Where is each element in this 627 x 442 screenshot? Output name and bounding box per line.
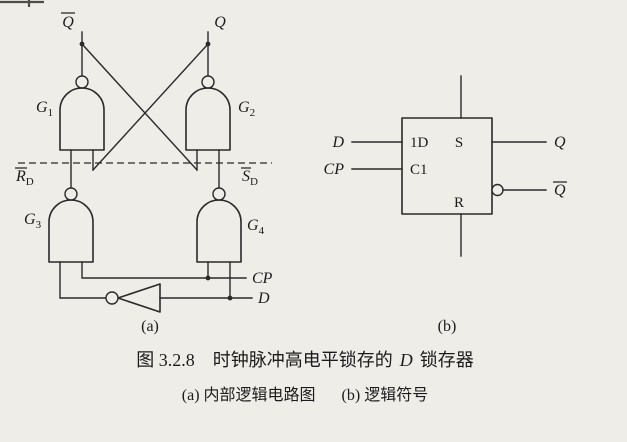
d-input-label: D [331,134,344,151]
nand-gate-g1 [59,75,105,151]
rd-bar-node-label: RD [15,168,34,188]
sd-bar-node-label: SD [242,168,258,188]
junction-dot [227,295,233,301]
nand-gate-g3 [48,187,94,263]
junction-dot [205,41,211,47]
gate-label-g1: G1 [36,99,53,119]
pin-s-label: S [455,135,463,151]
g3-inversion-bubble [64,187,78,201]
part-b-label: (b) [438,318,457,335]
pin-r-label: R [454,195,464,211]
nand-gate-g4 [196,187,242,263]
gate-label-g3: G3 [24,211,42,231]
page-scan-artifact [0,0,44,7]
q-output-label: Q [554,134,566,151]
d-input-label: D [257,290,270,307]
inverter-inversion-bubble [105,291,119,305]
cp-input-label: CP [324,161,345,178]
g1-inversion-bubble [75,75,89,89]
inverter-body [117,283,161,313]
g4-inversion-bubble [212,187,226,201]
cross-couple-wire-right [92,43,209,171]
part-a-label: (a) [141,318,159,335]
pin-1d-label: 1D [410,135,429,151]
junction-dot [205,275,211,281]
cross-couple-wire-left [81,43,198,171]
g3-body [48,199,94,263]
g2-body [185,87,231,151]
cp-wire [81,261,247,279]
inverter-output-wire [59,261,107,299]
junction-dot [79,41,85,47]
q-label: Q [214,14,226,31]
logic-symbol-b: D CP 1D C1 S R Q Q (b) [324,75,567,335]
nand-gate-g2 [185,75,231,151]
figure-subcaption: (a) 内部逻辑电路图(b) 逻辑符号 [182,386,428,404]
qbar-label: Q [62,14,74,31]
g2-inversion-bubble [201,75,215,89]
g1-body [59,87,105,151]
pin-c1-label: C1 [410,162,428,178]
qbar-output-label: Q [554,182,566,199]
inverter-gate [105,283,161,313]
g4-body [196,199,242,263]
wires [18,31,272,301]
gate-label-g4: G4 [247,217,265,237]
cp-input-label: CP [252,270,273,287]
symbol-box [401,117,493,215]
gate-label-g2: G2 [238,99,255,119]
qbar-inversion-bubble [491,183,504,197]
circuit-diagram-a: Q Q G1 G2 G3 G4 RD SD CP D (a) [15,12,273,335]
